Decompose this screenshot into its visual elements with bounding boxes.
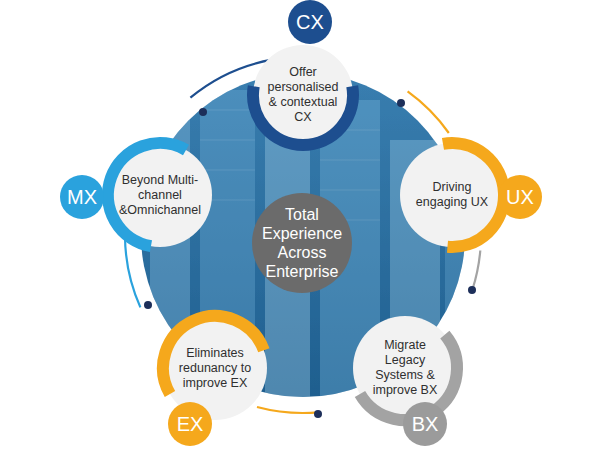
center-label: Total Experience Across Enterprise: [262, 205, 342, 281]
circle-label: Beyond Multi-channel &Omnichannel: [118, 173, 201, 218]
badge-label: UX: [498, 175, 542, 219]
center-disc: [252, 193, 352, 293]
badge-label: MX: [60, 175, 104, 219]
experience-circle: EXEliminates redunancy to improve EX: [155, 308, 275, 428]
experience-circle: CXOffer personalised & contextual CX: [245, 37, 361, 153]
badge-label: CX: [288, 0, 332, 44]
center-circle: Total Experience Across Enterprise: [244, 185, 360, 301]
circle-outline: [244, 185, 360, 301]
white-disc: [108, 143, 212, 247]
white-disc: [400, 143, 504, 247]
badge-label: EX: [168, 402, 212, 446]
circle-label: Offer personalised & contextual CX: [263, 65, 343, 125]
circle-label: Eliminates redunancy to improve EX: [173, 346, 256, 391]
experience-circle: UXDriving engaging UX: [392, 135, 512, 255]
white-disc: [253, 45, 353, 145]
white-disc: [353, 316, 457, 420]
experience-circle: BXMigrate Legacy Systems & improve BX: [345, 308, 465, 428]
circle-label: Migrate Legacy Systems & improve BX: [363, 338, 446, 398]
colored-ring: [163, 316, 264, 394]
circle-label: Driving engaging UX: [410, 180, 493, 210]
experience-circle: MXBeyond Multi-channel &Omnichannel: [100, 135, 220, 255]
colored-ring: [360, 335, 457, 420]
badge-label: BX: [403, 402, 447, 446]
